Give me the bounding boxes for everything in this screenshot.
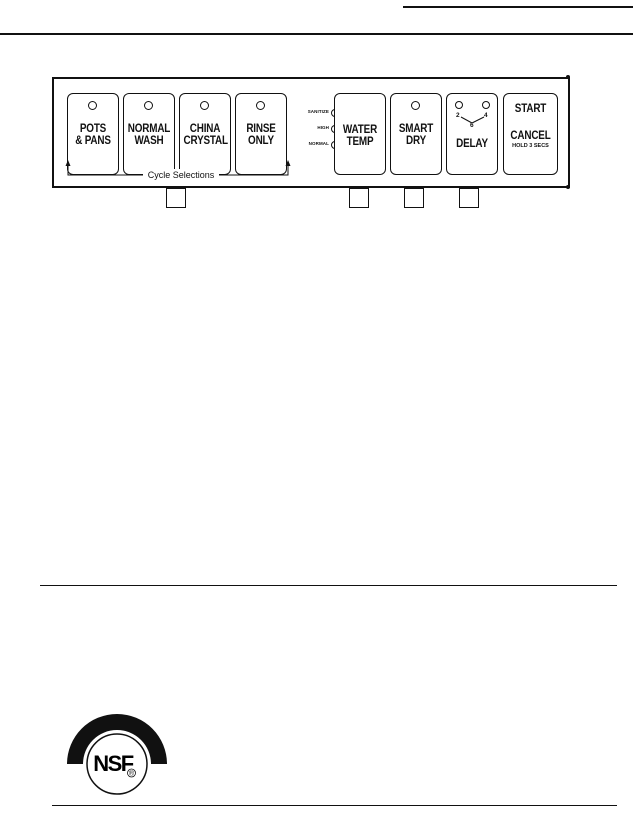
panel-corner-dot — [566, 185, 570, 189]
smart-dry-button[interactable]: SMART DRY — [390, 93, 442, 175]
water-temp-button[interactable]: WATER TEMP — [334, 93, 386, 175]
panel-corner-dot — [566, 75, 570, 79]
china-crystal-button[interactable]: CHINA CRYSTAL — [179, 93, 231, 175]
callout-box — [404, 188, 424, 208]
registered-mark: ® — [129, 770, 135, 778]
delay-6-label: 6 — [470, 122, 474, 129]
sanitize-label: SANITIZE — [307, 109, 329, 114]
callout-box — [459, 188, 479, 208]
start-label: START — [514, 103, 547, 115]
callout-box — [349, 188, 369, 208]
delay-4-label: 4 — [484, 112, 488, 119]
delay-connector — [460, 116, 485, 124]
cancel-label: CANCEL — [510, 130, 551, 142]
delay-4-indicator-light — [482, 101, 490, 109]
china-crystal-label: CHINA CRYSTAL — [183, 123, 229, 147]
delay-2-label: 2 — [456, 112, 460, 119]
rinse-only-indicator-light — [256, 101, 265, 110]
delay-2-indicator-light — [455, 101, 463, 109]
nsf-logo: NSF ® — [67, 714, 167, 795]
china-crystal-indicator-light — [200, 101, 209, 110]
normal-wash-label: NORMAL WASH — [127, 123, 171, 147]
water-temp-label: WATER TEMP — [342, 124, 378, 148]
high-label: HIGH — [317, 125, 329, 130]
pots-pans-indicator-light — [88, 101, 97, 110]
pots-pans-label: POTS & PANS — [75, 123, 111, 147]
top-short-rule — [403, 6, 633, 8]
delay-label: DELAY — [456, 138, 488, 150]
control-panel — [52, 77, 570, 188]
start-cancel-button[interactable]: START CANCEL HOLD 3 SECS — [503, 93, 558, 175]
cycle-selections-label: Cycle Selections — [143, 169, 219, 181]
hold-label: HOLD 3 SECS — [512, 143, 549, 149]
rinse-only-label: RINSE ONLY — [246, 123, 276, 147]
header-rule — [0, 33, 633, 35]
delay-button[interactable]: 2 4 6 DELAY — [446, 93, 498, 175]
smart-dry-label: SMART DRY — [398, 123, 434, 147]
rinse-only-button[interactable]: RINSE ONLY — [235, 93, 287, 175]
bottom-rule — [52, 805, 617, 806]
normal-wash-button[interactable]: NORMAL WASH — [123, 93, 175, 175]
normal-temp-label: NORMAL — [308, 141, 329, 146]
callout-box — [166, 188, 186, 208]
smart-dry-indicator-light — [411, 101, 420, 110]
section-rule — [40, 585, 617, 586]
normal-wash-indicator-light — [144, 101, 153, 110]
